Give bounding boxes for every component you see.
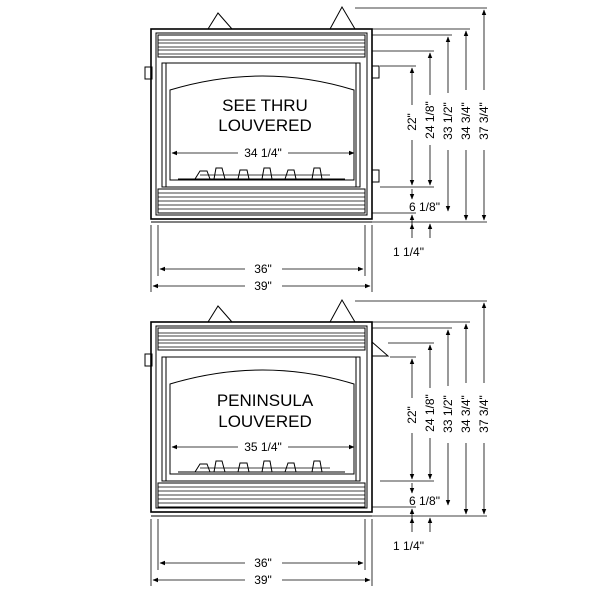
outer-width-dimension: 39": [254, 573, 272, 587]
see-thru-unit: SEE THRU LOUVERED 34 1/4" 36" 39" 22" 24: [144, 5, 491, 293]
outer-frame: [150, 321, 373, 513]
bottom-dimension-6-1-8: 6 1/8": [409, 494, 440, 508]
left-side-tab: [144, 66, 153, 80]
peninsula-unit: PENINSULA LOUVERED 35 1/4" 36" 39" 22" 2…: [144, 298, 491, 587]
inner-width-dimension: 36": [254, 556, 272, 570]
bottom-louver: [157, 482, 366, 508]
right-side-tab-upper: [371, 65, 380, 79]
log-set: [178, 460, 345, 473]
inner-width-dimension: 36": [254, 262, 272, 276]
left-side-tab: [144, 353, 153, 367]
top-peak-right: [329, 5, 356, 30]
opening-width-dimension: 34 1/4": [244, 146, 282, 160]
unit-name-line-1: SEE THRU: [222, 96, 308, 115]
arched-glass: [169, 75, 355, 181]
inner-frame: [155, 32, 368, 216]
height-dimension-37-3-4: 37 3/4": [477, 395, 491, 433]
height-dimension-24-1-8: 24 1/8": [423, 394, 437, 432]
firebox-opening: [161, 356, 361, 482]
right-side-tab-lower: [371, 169, 380, 183]
height-dimension-33-1-2: 33 1/2": [441, 102, 455, 140]
height-dimension-34-3-4: 34 3/4": [459, 395, 473, 433]
height-dimension-34-3-4: 34 3/4": [459, 102, 473, 140]
log-set: [178, 167, 345, 180]
bottom-dimension-1-1-4: 1 1/4": [393, 539, 424, 553]
height-dimension-37-3-4: 37 3/4": [477, 102, 491, 140]
arched-glass: [169, 369, 355, 475]
height-dimension-33-1-2: 33 1/2": [441, 395, 455, 433]
top-peak-left: [207, 305, 233, 323]
opening-width-dimension: 35 1/4": [244, 440, 282, 454]
bottom-dimension-6-1-8: 6 1/8": [409, 200, 440, 214]
top-peak-right: [329, 298, 356, 323]
outer-frame: [150, 28, 373, 220]
outer-width-dimension: 39": [254, 279, 272, 293]
inner-frame: [155, 325, 368, 509]
top-louver: [157, 327, 366, 351]
unit-name-line-2: LOUVERED: [218, 412, 312, 431]
right-bracket: [371, 341, 390, 357]
height-dimension-22: 22": [405, 406, 419, 424]
top-louver: [157, 34, 366, 58]
unit-name-line-1: PENINSULA: [217, 391, 314, 410]
height-dimension-22: 22": [405, 113, 419, 131]
bottom-louver: [157, 188, 366, 214]
bottom-dimension-1-1-4: 1 1/4": [393, 245, 424, 259]
unit-name-line-2: LOUVERED: [218, 116, 312, 135]
top-peak-left: [207, 12, 233, 30]
firebox-opening: [161, 62, 361, 188]
height-dimension-24-1-8: 24 1/8": [423, 101, 437, 139]
